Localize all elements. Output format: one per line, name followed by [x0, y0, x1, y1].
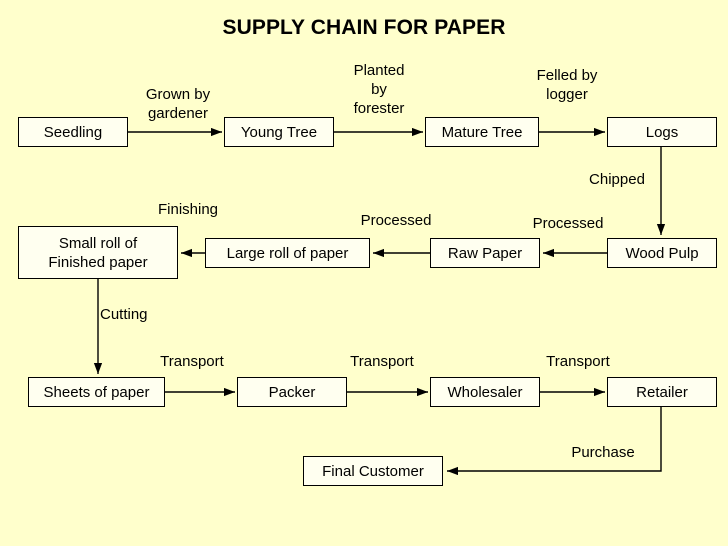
node-logs[interactable]: Logs: [607, 117, 717, 147]
edge-label-processed-pulp: Processed: [532, 215, 604, 232]
node-wood-pulp[interactable]: Wood Pulp: [607, 238, 717, 268]
node-final-customer[interactable]: Final Customer: [303, 456, 443, 486]
node-seedling[interactable]: Seedling: [18, 117, 128, 147]
edge-label-finishing: Finishing: [157, 201, 219, 218]
edge-label-grown-by-gardener: Grown by gardener: [145, 86, 211, 122]
node-raw-paper[interactable]: Raw Paper: [430, 238, 540, 268]
edge-label-transport-wholesaler: Transport: [350, 353, 414, 370]
node-wholesaler[interactable]: Wholesaler: [430, 377, 540, 407]
edge-label-transport-packer: Transport: [160, 353, 224, 370]
edge-label-cutting: Cutting: [100, 306, 148, 323]
node-retailer[interactable]: Retailer: [607, 377, 717, 407]
node-mature-tree[interactable]: Mature Tree: [425, 117, 539, 147]
node-small-roll[interactable]: Small roll of Finished paper: [18, 226, 178, 279]
edge-label-purchase: Purchase: [571, 444, 635, 461]
node-young-tree[interactable]: Young Tree: [224, 117, 334, 147]
edge-label-chipped: Chipped: [589, 171, 645, 188]
node-large-roll[interactable]: Large roll of paper: [205, 238, 370, 268]
edge-label-planted-by-forester: Planted by forester: [353, 62, 405, 117]
node-packer[interactable]: Packer: [237, 377, 347, 407]
edge-label-processed-paper: Processed: [360, 212, 432, 229]
node-sheets-of-paper[interactable]: Sheets of paper: [28, 377, 165, 407]
edge-label-transport-retailer: Transport: [546, 353, 610, 370]
edge-label-felled-by-logger: Felled by logger: [536, 67, 598, 103]
page-title: SUPPLY CHAIN FOR PAPER: [222, 16, 506, 39]
